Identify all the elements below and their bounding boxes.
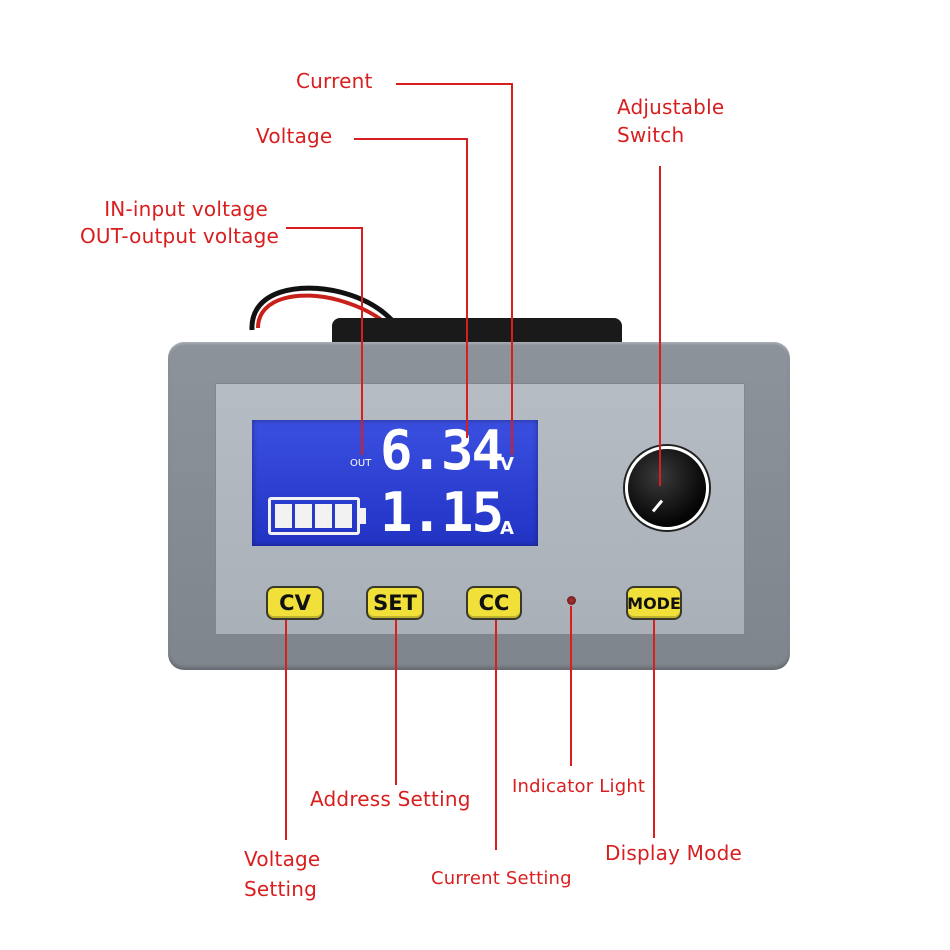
current-setting-callout: Current Setting bbox=[431, 868, 572, 889]
mode-button[interactable]: MODE bbox=[626, 586, 682, 620]
lcd-mode-label: OUT bbox=[350, 458, 372, 469]
adjustable-knob[interactable] bbox=[625, 446, 709, 530]
voltage-leader-v bbox=[466, 138, 468, 438]
display-mode-callout: Display Mode bbox=[605, 841, 742, 865]
battery-cell bbox=[275, 504, 292, 528]
adjustable-switch-callout-line2: Switch bbox=[617, 123, 685, 147]
current-callout: Current bbox=[296, 69, 373, 93]
voltage-setting-callout-line2: Setting bbox=[244, 877, 318, 901]
adjustable-switch-callout-line1: Adjustable bbox=[617, 95, 725, 119]
indicator-leader-v bbox=[570, 606, 572, 766]
cv-leader-v bbox=[285, 620, 287, 840]
battery-cell bbox=[295, 504, 312, 528]
lcd-voltage-value: 6.34 bbox=[380, 419, 504, 482]
lcd-voltage-unit: V bbox=[500, 454, 514, 475]
cc-leader-v bbox=[495, 620, 497, 850]
battery-cell bbox=[315, 504, 332, 528]
mode-leader-v bbox=[653, 620, 655, 838]
voltage-callout: Voltage bbox=[256, 124, 333, 148]
indicator-light-callout: Indicator Light bbox=[512, 776, 646, 797]
in-out-callout-line2: OUT-output voltage bbox=[79, 224, 279, 248]
switch-leader-v bbox=[659, 166, 661, 486]
lcd-current-value: 1.15 bbox=[380, 481, 504, 544]
voltage-leader-h bbox=[354, 138, 467, 140]
battery-cell bbox=[335, 504, 352, 528]
in-out-callout-line1: IN-input voltage bbox=[104, 197, 268, 221]
cv-button[interactable]: CV bbox=[266, 586, 324, 620]
set-leader-v bbox=[395, 620, 397, 785]
in-out-leader-h bbox=[286, 227, 362, 229]
cc-button[interactable]: CC bbox=[466, 586, 522, 620]
battery-icon bbox=[268, 497, 360, 535]
set-button[interactable]: SET bbox=[366, 586, 424, 620]
voltage-setting-callout-line1: Voltage bbox=[244, 847, 321, 871]
address-setting-callout: Address Setting bbox=[310, 787, 471, 811]
knob-indicator-mark bbox=[651, 499, 664, 513]
lcd-current-unit: A bbox=[500, 518, 514, 539]
lcd-display: OUT 6.34 V 1.15 A bbox=[252, 420, 538, 546]
indicator-light bbox=[567, 596, 576, 605]
battery-terminal bbox=[360, 508, 366, 524]
in-out-leader-v bbox=[361, 227, 363, 455]
current-leader-v bbox=[511, 83, 513, 455]
current-leader-h bbox=[396, 83, 512, 85]
